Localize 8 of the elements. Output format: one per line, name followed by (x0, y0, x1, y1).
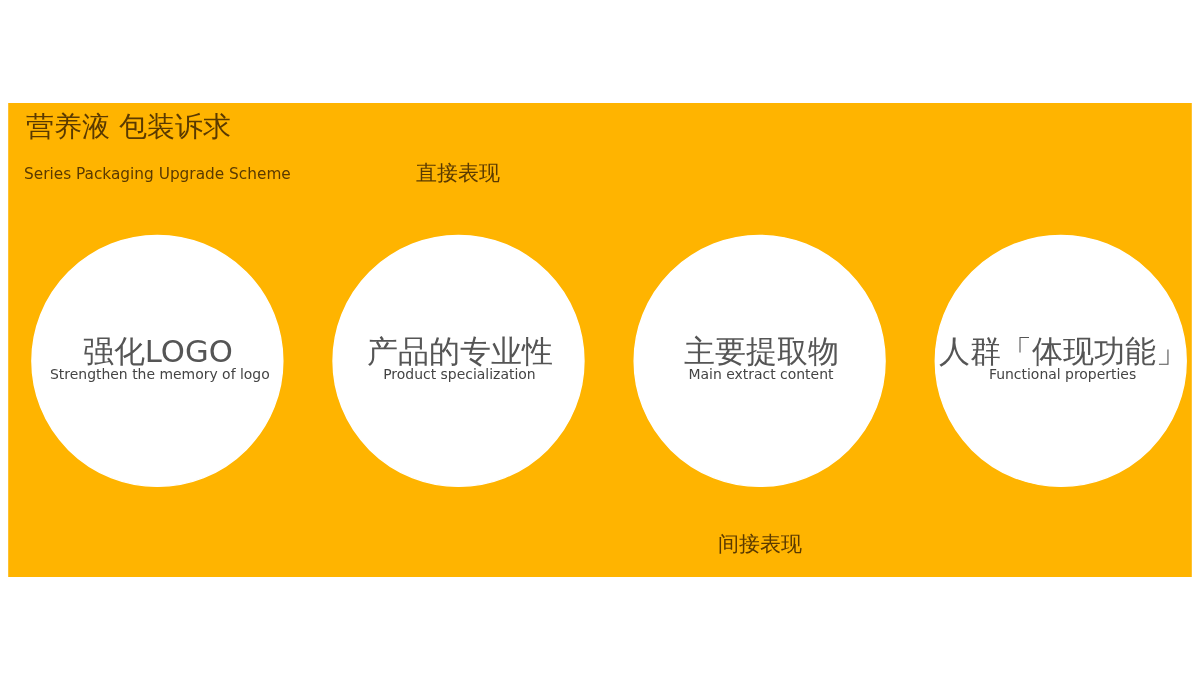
node-circle: 产品的专业性 Product specialization (332, 234, 585, 488)
diagram-title: 营养液 包装诉求 (25, 110, 231, 144)
label: 直接表现 (416, 161, 501, 186)
label: 间接表现 (717, 532, 802, 557)
label: Series Packaging Upgrade Scheme (23, 165, 291, 184)
node-circle: 人群「体现功能」 Functional properties (934, 234, 1187, 488)
node-circle: 强化LOGO Strengthen the memory of logo (31, 234, 284, 488)
node-circle: 主要提取物 Main extract content (633, 234, 886, 488)
